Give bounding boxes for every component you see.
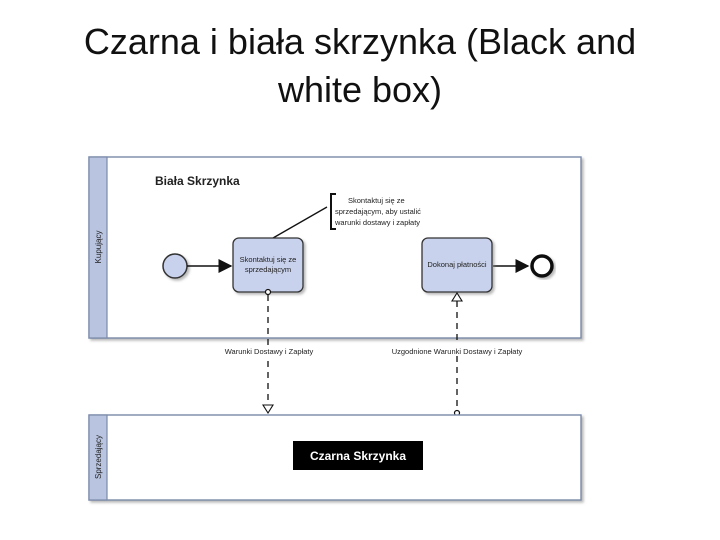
- message-right-label: Uzgodnione Warunki Dostawy i Zapłaty: [392, 347, 523, 356]
- black-box: [293, 441, 423, 470]
- end-event: [530, 254, 554, 278]
- task-make-payment: Dokonaj płatności: [421, 237, 493, 293]
- message-flow-left-arrowhead: [262, 404, 274, 415]
- annotation-bracket: [330, 193, 336, 230]
- message-flow-terms: Warunki Dostawy i Zapłaty: [214, 288, 326, 415]
- task-payment-label: Dokonaj płatności: [427, 260, 487, 269]
- annotation-line-1: Skontaktuj się ze: [348, 196, 405, 205]
- seller-lane-strip: [88, 414, 108, 501]
- message-flow-agreed-terms: Uzgodnione Warunki Dostawy i Zapłaty: [382, 291, 532, 417]
- slide-title-line-1: Czarna i biała skrzynka (Black and: [83, 21, 637, 62]
- text-annotation: Skontaktuj się ze sprzedającym, aby usta…: [272, 193, 421, 239]
- message-flow-left-source: [264, 288, 272, 296]
- buyer-lane-label: Kupujący: [94, 231, 103, 264]
- white-box-title: Biała Skrzynka: [155, 174, 240, 188]
- seller-lane-label: Sprzedający: [94, 435, 103, 479]
- annotation-line-3: warunki dostawy i zapłaty: [334, 218, 420, 227]
- annotation-line-2: sprzedającym, aby ustalić: [335, 207, 421, 216]
- slide-title-line-2: white box): [277, 69, 443, 110]
- task-contact-label-1: Skontaktuj się ze: [240, 255, 297, 264]
- task-contact-seller: Skontaktuj się ze sprzedającym: [232, 237, 304, 293]
- slide-title: Czarna i biała skrzynka (Black and white…: [20, 18, 700, 114]
- message-left-label: Warunki Dostawy i Zapłaty: [225, 347, 314, 356]
- annotation-association: [272, 206, 328, 239]
- buyer-lane-strip: [88, 156, 108, 339]
- start-event: [162, 253, 188, 279]
- buyer-pool: Kupujący Biała Skrzynka: [88, 156, 582, 339]
- seller-pool: Sprzedający Czarna Skrzynka: [88, 414, 582, 501]
- black-box-title: Czarna Skrzynka: [310, 449, 406, 463]
- task-contact-label-2: sprzedającym: [245, 265, 291, 274]
